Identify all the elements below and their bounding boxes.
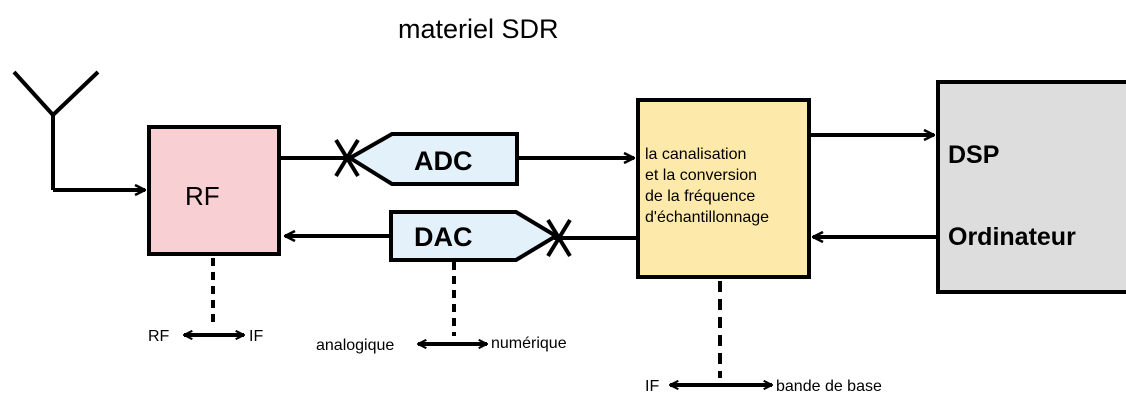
rf-label: RF <box>185 181 220 211</box>
dac-right-label: numérique <box>491 335 567 352</box>
chan-right-label: bande de base <box>776 378 882 395</box>
dac-block: DAC <box>389 210 560 262</box>
adc-label: ADC <box>414 146 473 176</box>
channel-block: la canalisation et la conversion de la f… <box>636 98 811 279</box>
channel-line-1: la canalisation <box>645 146 746 163</box>
diagram-title: materiel SDR <box>398 14 559 44</box>
antenna-icon <box>12 70 145 190</box>
dac-left-label: analogique <box>316 337 394 354</box>
dsp-block: DSP Ordinateur <box>936 80 1126 294</box>
ordinateur-label: Ordinateur <box>948 223 1076 251</box>
channel-line-3: de la fréquence <box>645 188 755 205</box>
dac-shape <box>389 210 560 262</box>
rf-block: RF <box>147 125 281 256</box>
rf-right-label: IF <box>249 328 263 345</box>
channel-line-2: et la conversion <box>645 167 757 184</box>
adc-block: ADC <box>346 132 519 186</box>
dsp-box <box>936 80 1126 294</box>
rf-left-label: RF <box>148 328 170 345</box>
rf-box <box>147 125 281 256</box>
channel-box <box>636 98 811 279</box>
dsp-label: DSP <box>948 141 999 169</box>
dac-conversion-indicator: analogique numérique <box>316 335 567 354</box>
channel-band-indicator: IF bande de base <box>645 378 882 395</box>
chan-left-label: IF <box>645 378 659 395</box>
rf-if-indicator: RF IF <box>148 328 263 345</box>
channel-line-4: d'échantillonnage <box>645 209 769 226</box>
dac-label: DAC <box>414 222 473 252</box>
channel-to-dac-link <box>546 218 638 258</box>
